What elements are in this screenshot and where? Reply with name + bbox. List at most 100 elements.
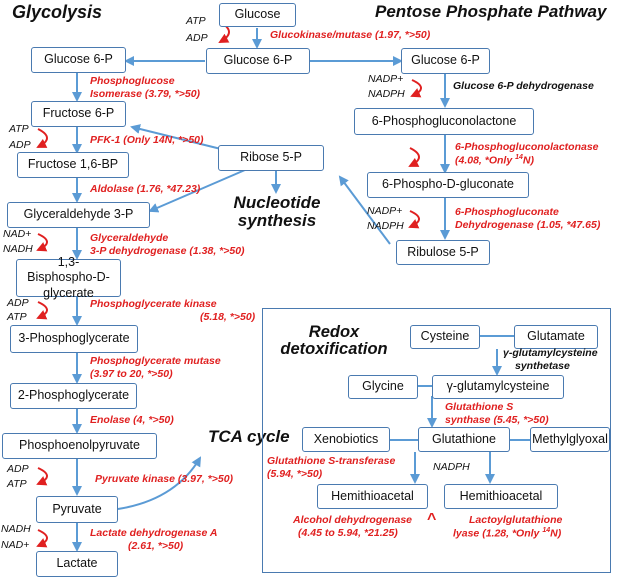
- enzyme-6-phosphogluconate-dehydrogenase: 6-Phosphogluconate Dehydrogenase (1.05, …: [455, 206, 600, 232]
- node-6-phospho-d-gluconate: 6-Phospho-D-gluconate: [367, 172, 529, 198]
- enzyme-enolase: Enolase (4, *>50): [90, 414, 174, 426]
- arrow-pyruvate-tca: [117, 456, 202, 510]
- enzyme-adh-line2: (4.45 to 5.94, *21.25): [298, 527, 398, 540]
- enzyme-gcs-line2: synthetase: [515, 360, 570, 373]
- node-bpg: 1,3-Bisphospho-D-glycerate: [16, 255, 121, 300]
- enzyme-pgi-line2: Isomerase (3.79, *>50): [90, 88, 201, 101]
- node-glucose6p-main: Glucose 6-P: [206, 48, 310, 74]
- title-ppp: Pentose Phosphate Pathway: [375, 2, 607, 21]
- cofactor-arc-6pgd: [408, 210, 420, 229]
- redox-panel: [262, 308, 611, 573]
- enzyme-caret: ^: [427, 511, 437, 528]
- node-glutathione: Glutathione: [418, 427, 510, 452]
- enzyme-pgm-line1: Phosphoglycerate mutase: [90, 355, 221, 367]
- cofactor-arc-pgk: [36, 301, 48, 320]
- enzyme-pgls-line2: (4.08, *Only 14N): [455, 154, 599, 168]
- enzyme-glo-line2: lyase (1.28, *Only 14N): [453, 527, 562, 541]
- cofactor-nadh-ldh: NADH: [1, 523, 31, 535]
- enzyme-ldh-line1: Lactate dehydrogenase A: [90, 527, 218, 539]
- enzyme-glo-sup: 14: [542, 527, 551, 535]
- cofactor-nadph-6pgd: NADPH: [367, 220, 404, 232]
- node-glyceraldehyde3p: Glyceraldehyde 3-P: [7, 202, 150, 228]
- enzyme-gapdh-line1: Glyceraldehyde: [90, 232, 169, 244]
- cofactor-arc-g6pdh: [410, 79, 422, 98]
- enzyme-lactate-dehydrogenase: Lactate dehydrogenase A (2.61, *>50): [90, 527, 217, 553]
- cofactor-nadh-gapdh: NADH: [3, 243, 33, 255]
- node-glucose6p-left: Glucose 6-P: [31, 47, 126, 73]
- enzyme-pyruvate-kinase: Pyruvate kinase (3.97, *>50): [95, 473, 234, 485]
- node-glucose6p-right: Glucose 6-P: [401, 48, 490, 74]
- enzyme-6-phosphogluconolactonase: 6-Phosphogluconolactonase (4.08, *Only 1…: [455, 141, 599, 168]
- title-tca: TCA cycle: [208, 427, 290, 446]
- cofactor-arc-pk: [36, 467, 48, 486]
- node-glycine: Glycine: [348, 375, 418, 399]
- cofactor-arc-6pgl: [408, 147, 420, 167]
- enzyme-aldolase: Aldolase (1.76, *47.23): [90, 183, 201, 195]
- node-hemithioacetal-1: Hemithioacetal: [317, 484, 428, 509]
- node-6-phosphogluconolactone: 6-Phosphogluconolactone: [354, 108, 534, 135]
- enzyme-lactoylglutathione-lyase: Lactoylglutathione lyase (1.28, *Only 14…: [453, 514, 562, 541]
- enzyme-pgk-line1: Phosphoglycerate kinase: [90, 298, 217, 310]
- enzyme-gs-line2: synthase (5.45, *>50): [445, 414, 549, 427]
- node-pyruvate: Pyruvate: [36, 496, 118, 523]
- cofactor-atp-pfk: ATP: [9, 123, 29, 135]
- cofactor-nadph-redox: NADPH: [433, 461, 470, 473]
- node-2pg: 2-Phosphoglycerate: [10, 383, 137, 409]
- cofactor-nadp-6pgd: NADP+: [367, 205, 403, 217]
- node-ribose5p: Ribose 5-P: [218, 145, 324, 171]
- enzyme-pgd-line2: Dehydrogenase (1.05, *47.65): [455, 219, 601, 232]
- node-gamma-glutamylcysteine: γ-glutamylcysteine: [432, 375, 564, 399]
- node-pep: Phosphoenolpyruvate: [2, 433, 157, 459]
- cofactor-adp-hexokinase: ADP: [186, 32, 208, 44]
- cofactor-arc-gapdh: [36, 233, 48, 252]
- enzyme-adh-line1: Alcohol dehydrogenase: [293, 514, 413, 526]
- enzyme-pgls-line1: 6-Phosphogluconolactonase: [455, 141, 599, 153]
- enzyme-ldh-line2: (2.61, *>50): [128, 540, 184, 553]
- cofactor-nad-gapdh: NAD+: [3, 228, 32, 240]
- cofactor-adp-pk: ADP: [7, 463, 29, 475]
- enzyme-glo-line2b: N): [550, 527, 562, 540]
- enzyme-phosphoglycerate-mutase: Phosphoglycerate mutase (3.97 to 20, *>5…: [90, 355, 221, 381]
- cofactor-atp-hexokinase: ATP: [186, 15, 206, 27]
- enzyme-pgm-line2: (3.97 to 20, *>50): [90, 368, 173, 381]
- enzyme-pgls-sup: 14: [515, 154, 523, 162]
- enzyme-glo-line2a: lyase (1.28, *Only: [453, 527, 543, 540]
- node-lactate: Lactate: [36, 551, 118, 577]
- node-fructose16bp: Fructose 1,6-BP: [17, 152, 129, 178]
- cofactor-atp-pgk: ATP: [7, 311, 27, 323]
- enzyme-pfk1: PFK-1 (Only 14N, *>50): [90, 134, 204, 146]
- node-fructose6p: Fructose 6-P: [31, 101, 126, 127]
- node-cysteine: Cysteine: [410, 325, 480, 349]
- node-glucose: Glucose: [219, 3, 296, 27]
- cofactor-atp-pk: ATP: [7, 478, 27, 490]
- enzyme-pgk-line2: (5.18, *>50): [200, 311, 256, 324]
- enzyme-alcohol-dehydrogenase: Alcohol dehydrogenase (4.45 to 5.94, *21…: [293, 514, 412, 540]
- enzyme-pgd-line1: 6-Phosphogluconate: [455, 206, 559, 218]
- node-ribulose5p: Ribulose 5-P: [396, 240, 490, 265]
- cofactor-nadp-g6pdh: NADP+: [368, 73, 404, 85]
- cofactor-nad-ldh: NAD+: [1, 539, 30, 551]
- node-glutamate: Glutamate: [514, 325, 598, 349]
- arrow-ribose-ga3p: [148, 169, 246, 213]
- enzyme-gst-line2: (5.94, *>50): [267, 468, 323, 481]
- enzyme-gcs-line1: γ-glutamylcysteine: [503, 347, 598, 359]
- cofactor-adp-pgk: ADP: [7, 297, 29, 309]
- enzyme-gst-line1: Glutathione S-transferase: [267, 455, 396, 467]
- title-glycolysis: Glycolysis: [12, 2, 103, 22]
- title-nucleotide: Nucleotide synthesis: [233, 193, 321, 230]
- enzyme-g6p-dehydrogenase: Glucose 6-P dehydrogenase: [453, 80, 594, 92]
- enzyme-pgls-line2a: (4.08, *Only: [455, 154, 516, 167]
- arrow-ribulose-ribose: [338, 175, 391, 245]
- cofactor-adp-pfk: ADP: [9, 139, 31, 151]
- enzyme-pgi-line1: Phosphoglucose: [90, 75, 175, 87]
- enzyme-pgls-line2b: N): [522, 154, 534, 167]
- enzyme-glucokinase: Glucokinase/mutase (1.97, *>50): [270, 29, 431, 41]
- node-methylglyoxal: Methylglyoxal: [530, 427, 610, 452]
- node-hemithioacetal-2: Hemithioacetal: [444, 484, 558, 509]
- title-redox: Redox detoxification: [280, 323, 388, 359]
- cofactor-arc-pfk: [36, 128, 48, 148]
- enzyme-glo-line1: Lactoylglutathione: [469, 514, 563, 526]
- node-xenobiotics: Xenobiotics: [302, 427, 390, 452]
